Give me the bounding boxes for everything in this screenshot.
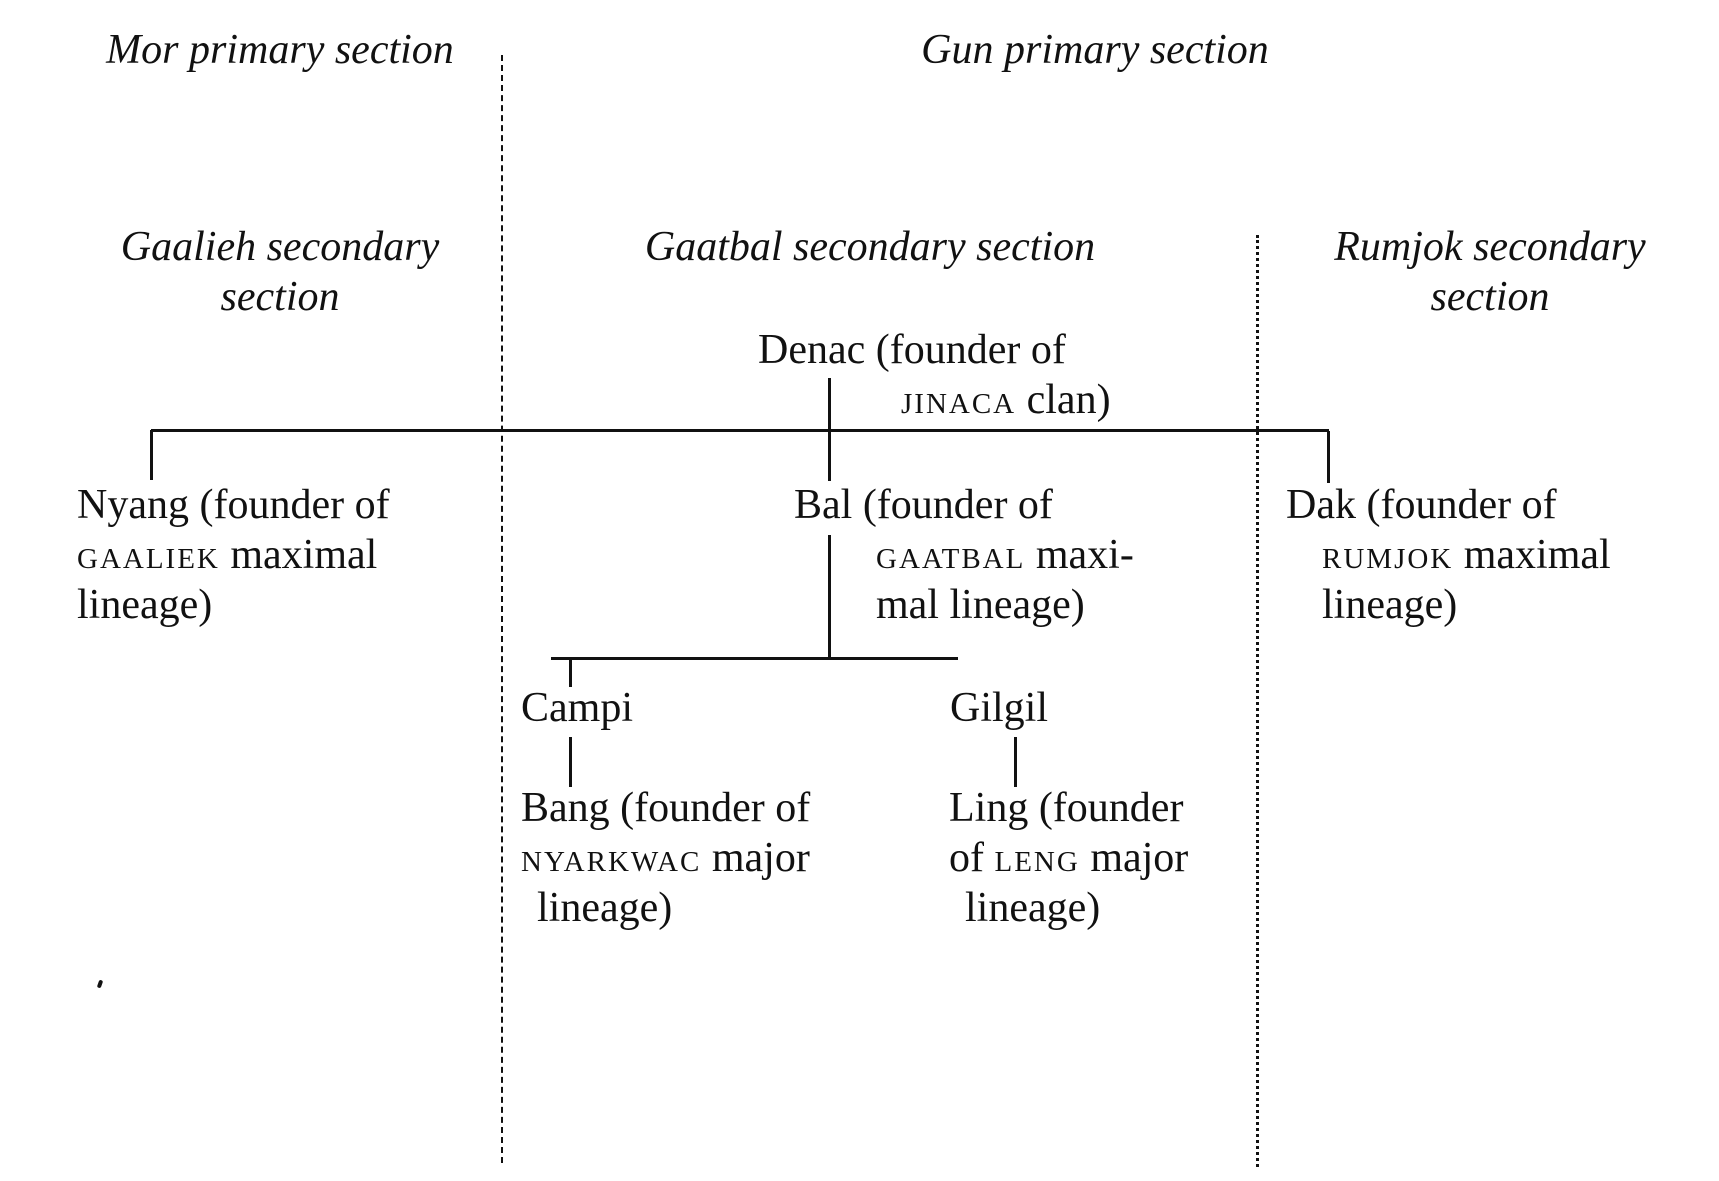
node-dak: Dak (founder of Rumjok maximal lineage) [1286,480,1611,630]
node-campi: Campi [521,685,633,731]
nyang-line3: lineage) [77,582,213,628]
bal-descent-line [828,535,831,659]
leng-name: Leng [994,835,1080,881]
print-speck [96,979,104,989]
ling-line3: lineage) [965,885,1101,931]
gaalieh-label-line2: section [220,274,340,320]
bang-line1: Bang (founder of [521,785,811,831]
gaatbal-secondary-section-label: Gaatbal secondary section [644,224,1096,270]
gun-primary-section-label: Gun primary section [921,27,1269,73]
ling-line2-rest: major [1079,835,1189,881]
nyang-line2: Gaaliek maximal [77,530,390,580]
nyarkwac-name: Nyarkwac [521,835,702,881]
dak-stub [1327,431,1330,483]
bal-line2-rest: maxi- [1025,532,1134,578]
rumjok-label-line2: section [1430,274,1550,320]
nyang-stub [150,430,153,480]
major-lineage-bar [551,657,958,660]
dak-line3: lineage) [1322,582,1458,628]
bal-line1: Bal (founder of [794,482,1053,528]
dak-line2-rest: maximal [1453,532,1611,578]
gaalieh-label-line1: Gaalieh secondary [120,224,440,270]
nyang-line2-rest: maximal [219,532,378,578]
bang-line3: lineage) [537,885,673,931]
ling-line2: of Leng major [949,833,1188,883]
node-gilgil: Gilgil [950,685,1049,731]
jinaca-clan-name: Jinaca [901,377,1017,423]
rumjok-secondary-section-label: Rumjok secondary section [1275,222,1705,322]
ling-line2-pre: of [949,835,995,881]
bang-line2-rest: major [701,835,810,881]
denac-descent-line [828,378,831,434]
dak-line1: Dak (founder of [1286,482,1557,528]
nyang-line1: Nyang (founder of [77,482,390,528]
campi-descent-line [569,737,572,787]
denac-line2: Jinaca clan) [758,375,1111,425]
mor-gun-divider-dashed [501,55,503,1163]
gaatbal-rumjok-divider-dotted [1256,235,1259,1167]
node-nyang: Nyang (founder of Gaaliek maximal lineag… [77,480,390,630]
node-ling: Ling (founder of Leng major lineage) [949,783,1188,933]
ling-line1: Ling (founder [949,785,1184,831]
bang-line2: Nyarkwac major [521,833,810,883]
gaatbal-name: Gaatbal [876,532,1026,578]
gaalieh-secondary-section-label: Gaalieh secondary section [75,222,485,322]
node-bang: Bang (founder of Nyarkwac major lineage) [521,783,810,933]
mor-primary-section-label: Mor primary section [106,27,454,73]
node-denac: Denac (founder of Jinaca clan) [758,325,1111,425]
dak-line2: Rumjok maximal [1286,530,1611,580]
rumjok-name: Rumjok [1322,532,1454,578]
rumjok-label-line1: Rumjok secondary [1334,224,1646,270]
denac-line2-rest: clan) [1016,377,1111,423]
bal-line2: Gaatbal maxi- [794,530,1134,580]
bal-stub [828,431,831,481]
gilgil-descent-line [1014,737,1017,787]
bal-line3: mal lineage) [876,582,1085,628]
node-bal: Bal (founder of Gaatbal maxi- mal lineag… [794,480,1134,630]
maximal-lineage-bar [151,429,1329,432]
gaaliek-name: Gaaliek [77,532,220,578]
denac-line1: Denac (founder of [758,327,1066,373]
campi-stub [569,659,572,687]
